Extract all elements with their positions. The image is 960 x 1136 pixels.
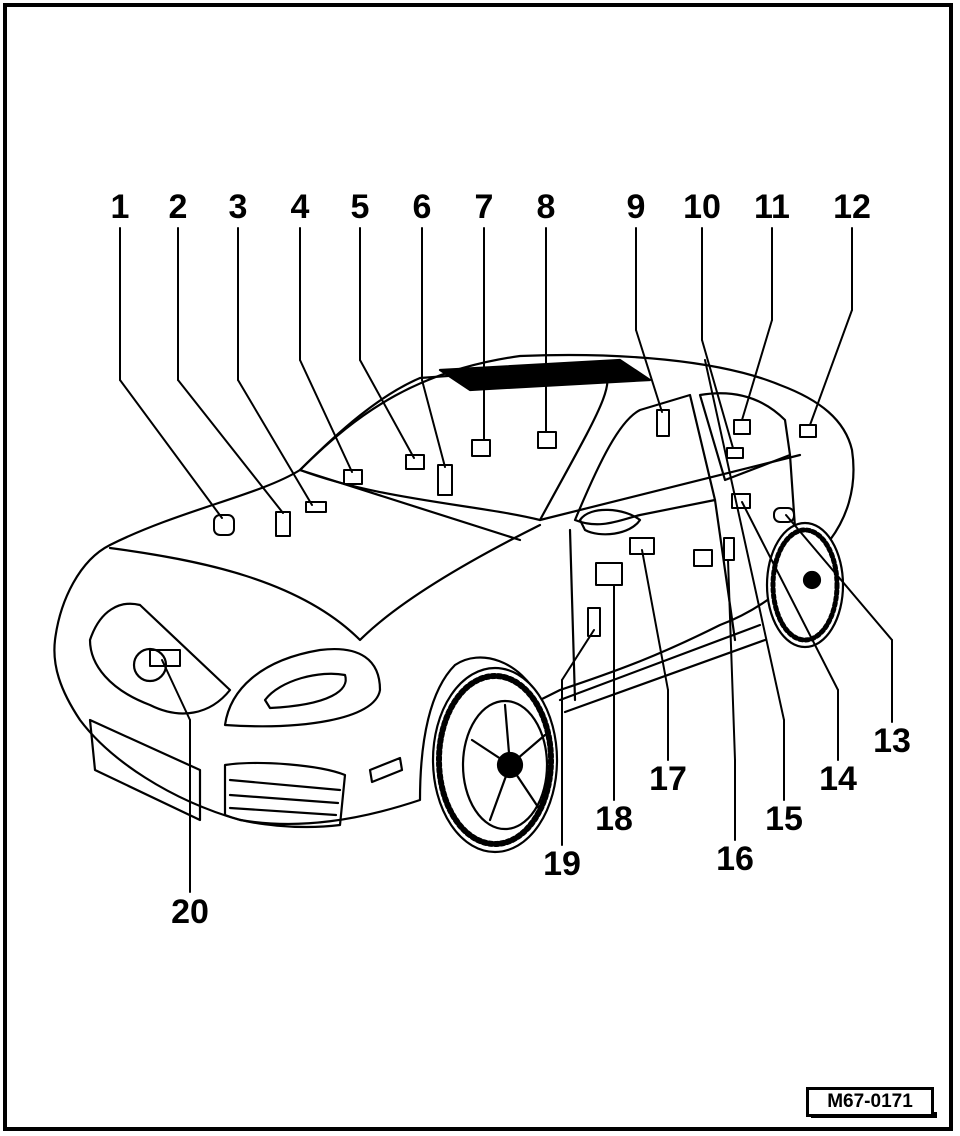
lower-grille — [88, 718, 202, 822]
front-wheel-rim — [461, 699, 549, 831]
callout-9: 9 — [626, 188, 646, 226]
front-wheel-spokes — [470, 703, 547, 822]
callout-5: 5 — [350, 188, 370, 226]
callout-6: 6 — [412, 188, 432, 226]
headlight — [223, 647, 382, 728]
callout-3: 3 — [228, 188, 248, 226]
intake-slats — [228, 778, 342, 817]
callout-7: 7 — [474, 188, 494, 226]
callout-8: 8 — [536, 188, 556, 226]
side-mirror — [578, 508, 642, 536]
callout-14: 14 — [819, 760, 857, 798]
front-wheel-tread — [436, 673, 554, 847]
diagram-frame — [3, 3, 953, 1131]
door-line-middle — [713, 498, 737, 642]
rear-wheel-tread — [770, 527, 840, 643]
side-marker — [368, 756, 404, 784]
hood-crease — [298, 468, 522, 542]
callout-13: 13 — [873, 722, 911, 760]
rear-wheel-hub — [802, 570, 822, 590]
front-wheel-tyre — [431, 666, 559, 854]
belt-line — [538, 453, 802, 522]
headlight-inner — [263, 672, 347, 710]
figure-reference-code: M67-0171 — [806, 1087, 934, 1117]
fog-intake — [223, 761, 347, 829]
callout-20: 20 — [171, 893, 209, 931]
callout-15: 15 — [765, 800, 803, 838]
callout-16: 16 — [716, 840, 754, 878]
callout-12: 12 — [833, 188, 871, 226]
callout-17: 17 — [649, 760, 687, 798]
callout-11: 11 — [754, 188, 790, 226]
callout-10: 10 — [683, 188, 721, 226]
callout-2: 2 — [168, 188, 188, 226]
rear-door-window — [698, 392, 792, 482]
door-line-front — [568, 528, 577, 702]
callout-1: 1 — [110, 188, 130, 226]
front-door-window — [573, 393, 717, 526]
leader-lines — [119, 227, 893, 893]
callout-19: 19 — [543, 845, 581, 883]
callout-4: 4 — [290, 188, 310, 226]
callout-18: 18 — [595, 800, 633, 838]
hood-edge — [108, 523, 542, 642]
windshield — [298, 363, 609, 522]
front-grille — [88, 602, 232, 715]
